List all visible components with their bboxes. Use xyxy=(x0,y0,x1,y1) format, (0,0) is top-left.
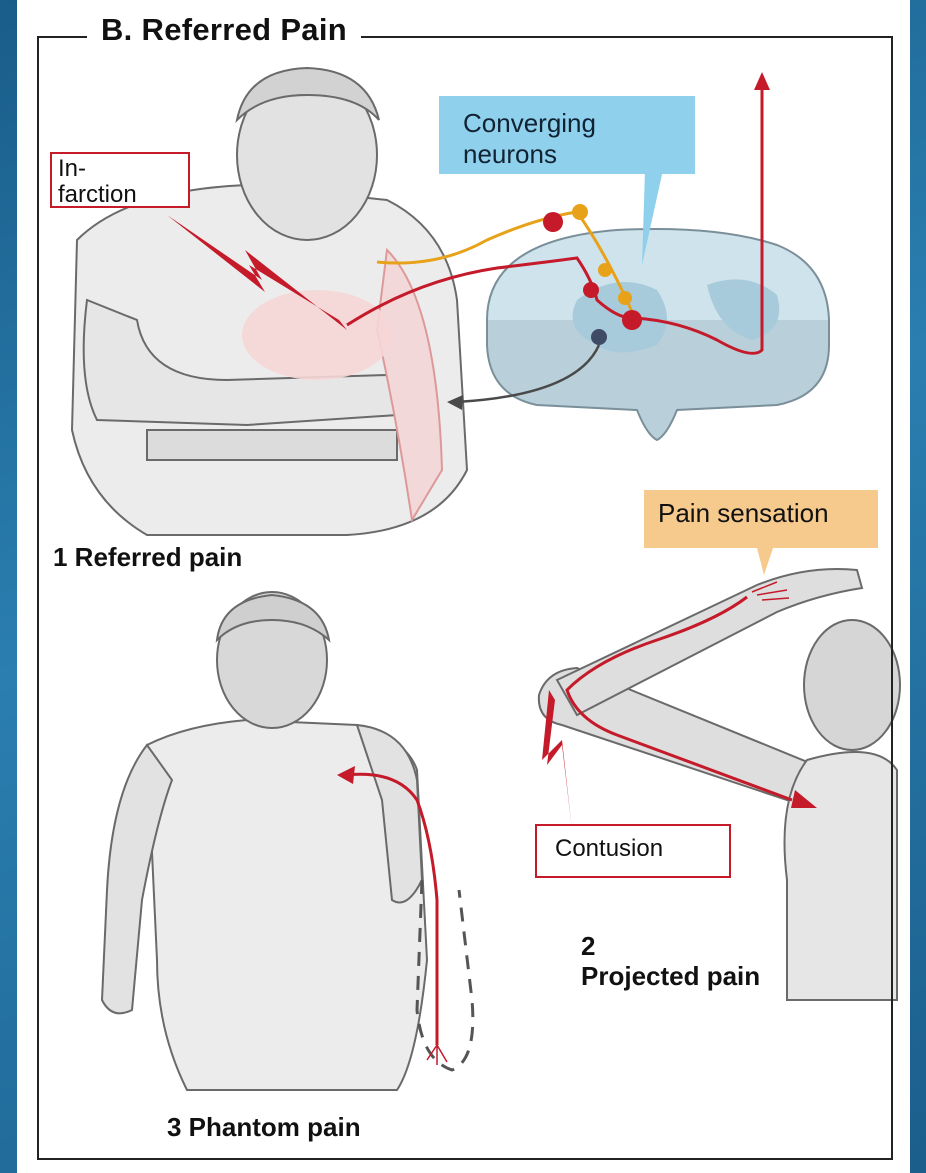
panel2-number: 2 xyxy=(581,932,595,962)
infarction-label-line2: farction xyxy=(58,182,182,208)
panel2-caption: Projected pain xyxy=(581,962,760,992)
figure-panel: B. Referred Pain In- farction Converging… xyxy=(17,0,910,1173)
figure-title: B. Referred Pain xyxy=(87,12,361,48)
panel3-caption: 3 Phantom pain xyxy=(167,1113,361,1143)
panel1-caption: 1 Referred pain xyxy=(53,543,242,573)
infarction-label-box: In- farction xyxy=(50,152,190,208)
infarction-label-line1: In- xyxy=(58,156,182,182)
converging-neurons-callout: Converging neurons xyxy=(439,96,695,174)
converging-label-line1: Converging xyxy=(463,108,671,139)
converging-label-line2: neurons xyxy=(463,139,671,170)
contusion-label-box: Contusion xyxy=(535,824,731,878)
pain-sensation-callout: Pain sensation xyxy=(644,490,878,548)
